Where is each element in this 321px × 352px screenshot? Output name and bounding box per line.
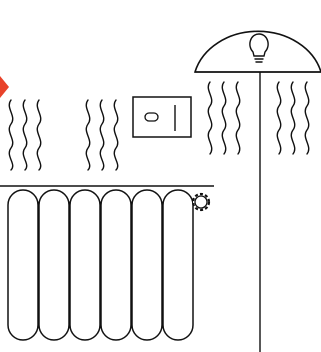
- heat-wave-line: [236, 82, 239, 154]
- heat-wave-line: [114, 100, 117, 170]
- heat-wave-line: [305, 82, 308, 154]
- radiator-fin: [163, 190, 193, 340]
- wall-switch: [133, 97, 191, 137]
- light-switch-icon: [133, 97, 191, 137]
- dome-lamp-icon: [195, 31, 321, 72]
- heat-wave-line: [100, 100, 103, 170]
- heat-wave-line: [37, 100, 40, 170]
- heat-wave-line: [291, 82, 294, 154]
- ceiling-lamp: [195, 31, 321, 352]
- heat-wave-line: [222, 82, 225, 154]
- heat-wave-line: [277, 82, 280, 154]
- heat-wave-line: [208, 82, 211, 154]
- radiator-fin: [132, 190, 162, 340]
- arrow-icon: [0, 76, 9, 98]
- pointer-arrow: [0, 76, 9, 98]
- radiator: [8, 190, 193, 340]
- heat-wave-line: [23, 100, 26, 170]
- radiator-valve: [193, 194, 209, 210]
- radiator-fin: [39, 190, 69, 340]
- switch-toggle: [145, 113, 158, 121]
- heat-waves-right-of-switch: [208, 82, 239, 154]
- radiator-fin: [101, 190, 131, 340]
- heat-wave-line: [86, 100, 89, 170]
- heat-waves-middle: [86, 100, 117, 170]
- radiator-fin: [8, 190, 38, 340]
- radiator-fin: [70, 190, 100, 340]
- heat-wave-line: [9, 100, 12, 170]
- heat-waves-left: [9, 100, 40, 170]
- valve-core: [195, 196, 207, 208]
- heat-waves-far-right: [277, 82, 308, 154]
